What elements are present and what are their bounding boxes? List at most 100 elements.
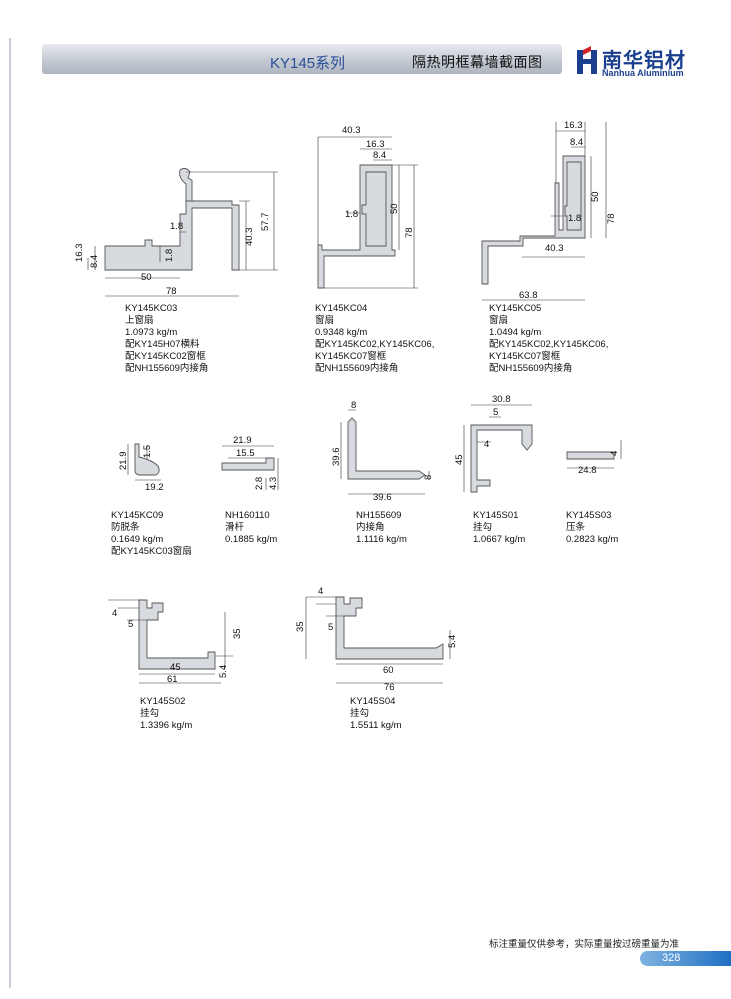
profile-name: 防脱条 bbox=[111, 522, 140, 533]
drawing-ky145s03: 4 24.8 bbox=[566, 440, 622, 476]
svg-text:4.3: 4.3 bbox=[268, 477, 279, 490]
profile-weight: 1.0667 kg/m bbox=[473, 534, 526, 545]
svg-text:8: 8 bbox=[423, 475, 434, 480]
svg-text:24.8: 24.8 bbox=[578, 465, 597, 476]
profile-name: 窗扇 bbox=[489, 315, 509, 326]
profile-code: KY145S04 bbox=[350, 696, 396, 707]
page-number: 328 bbox=[662, 952, 681, 964]
profile-code: KY145KC09 bbox=[111, 510, 164, 521]
svg-text:5: 5 bbox=[328, 622, 333, 633]
svg-text:50: 50 bbox=[389, 203, 400, 214]
svg-text:40.3: 40.3 bbox=[244, 228, 255, 247]
profile-weight: 1.5511 kg/m bbox=[350, 720, 402, 731]
svg-text:61: 61 bbox=[167, 674, 178, 685]
svg-text:5.4: 5.4 bbox=[218, 665, 229, 678]
header-bar bbox=[42, 44, 562, 74]
svg-text:1.8: 1.8 bbox=[345, 209, 358, 220]
svg-text:78: 78 bbox=[606, 213, 617, 224]
drawing-ky145kc09: 21.9 1.5 19.2 bbox=[118, 443, 164, 493]
brand-logo: 南华铝材 Nanhua Aluminium bbox=[576, 44, 716, 80]
profile-name: 滑杆 bbox=[225, 522, 245, 533]
profile-code: KY145KC03 bbox=[125, 303, 178, 314]
svg-text:5: 5 bbox=[493, 407, 498, 418]
svg-text:60: 60 bbox=[383, 665, 394, 676]
profile-name: 压条 bbox=[566, 522, 586, 533]
svg-text:35: 35 bbox=[295, 621, 306, 632]
svg-text:1.8: 1.8 bbox=[164, 249, 175, 262]
profile-weight: 0.9348 kg/m bbox=[315, 327, 368, 338]
svg-text:30.8: 30.8 bbox=[492, 394, 511, 405]
svg-text:15.5: 15.5 bbox=[236, 448, 255, 459]
svg-text:16.3: 16.3 bbox=[564, 120, 583, 131]
profile-weight: 1.0494 kg/m bbox=[489, 327, 542, 338]
profile-info-ky145s04: KY145S04 挂勾 1.5511 kg/m bbox=[350, 696, 402, 732]
svg-text:1.8: 1.8 bbox=[170, 221, 183, 232]
svg-text:76: 76 bbox=[384, 682, 395, 693]
profile-note: 配KY145KC02窗框 bbox=[125, 351, 206, 362]
brand-name-en: Nanhua Aluminium bbox=[602, 68, 684, 78]
svg-text:1.5: 1.5 bbox=[142, 445, 153, 458]
drawing-ky145kc03: 16.3 8.4 1.8 1.8 50 78 40.3 57.7 bbox=[74, 167, 278, 297]
profile-info-ky145s01: KY145S01 挂勾 1.0667 kg/m bbox=[473, 510, 525, 546]
drawing-ky145s04: 4 5 35 5.4 60 76 bbox=[295, 586, 458, 693]
svg-text:16.3: 16.3 bbox=[74, 244, 85, 263]
drawing-ky145s02: 4 5 35 45 5.4 61 bbox=[108, 599, 243, 685]
profile-note: KY145KC07窗框 bbox=[489, 351, 561, 362]
svg-text:4: 4 bbox=[318, 586, 323, 597]
profile-weight: 1.1116 kg/m bbox=[356, 534, 407, 545]
profile-note: 配KY145H07横料 bbox=[125, 339, 200, 350]
svg-text:40.3: 40.3 bbox=[342, 125, 361, 136]
profile-name: 内接角 bbox=[356, 522, 385, 533]
svg-text:21.9: 21.9 bbox=[118, 452, 129, 471]
svg-text:8.4: 8.4 bbox=[570, 137, 583, 148]
profile-note: KY145KC07窗框 bbox=[315, 351, 387, 362]
profile-note: 配NH155609内接角 bbox=[489, 363, 573, 374]
svg-text:19.2: 19.2 bbox=[145, 482, 164, 493]
svg-text:45: 45 bbox=[170, 662, 181, 673]
drawing-ky145kc05: 16.3 8.4 50 1.8 78 40.3 63.8 bbox=[481, 120, 617, 301]
svg-text:16.3: 16.3 bbox=[366, 139, 385, 150]
profile-note: 配KY145KC03窗扇 bbox=[111, 546, 192, 557]
profile-note: 配NH155609内接角 bbox=[125, 363, 209, 374]
svg-text:57.7: 57.7 bbox=[260, 213, 271, 232]
page-spine-line bbox=[9, 38, 11, 988]
drawing-ky145kc04: 40.3 16.3 8.4 1.8 50 78 bbox=[317, 125, 418, 289]
svg-text:39.6: 39.6 bbox=[331, 448, 342, 467]
drawing-nh160110: 21.9 15.5 2.8 4.3 bbox=[221, 435, 279, 490]
svg-text:1.8: 1.8 bbox=[568, 213, 581, 224]
profile-code: KY145KC05 bbox=[489, 303, 542, 314]
profile-weight: 1.0973 kg/m bbox=[125, 327, 178, 338]
profile-info-ky145kc09: KY145KC09 防脱条 0.1649 kg/m 配KY145KC03窗扇 bbox=[111, 510, 192, 558]
svg-text:78: 78 bbox=[404, 227, 415, 238]
profile-info-nh155609: NH155609 内接角 1.1116 kg/m bbox=[356, 510, 407, 546]
svg-text:8: 8 bbox=[351, 400, 356, 411]
profile-note: 配NH155609内接角 bbox=[315, 363, 399, 374]
svg-text:39.6: 39.6 bbox=[373, 492, 392, 503]
nanhua-logo-icon bbox=[577, 46, 597, 74]
svg-text:78: 78 bbox=[166, 286, 177, 297]
profile-info-ky145s02: KY145S02 挂勾 1.3396 kg/m bbox=[140, 696, 192, 732]
svg-text:5: 5 bbox=[128, 619, 133, 630]
svg-text:5.4: 5.4 bbox=[447, 635, 458, 648]
profile-name: 挂勾 bbox=[140, 708, 160, 719]
svg-text:40.3: 40.3 bbox=[545, 243, 564, 254]
weight-disclaimer: 标注重量仅供参考，实际重量按过磅重量为准 bbox=[489, 939, 680, 950]
profile-note: 配KY145KC02,KY145KC06, bbox=[489, 339, 609, 350]
svg-text:4: 4 bbox=[112, 608, 117, 619]
profile-weight: 0.1885 kg/m bbox=[225, 534, 278, 545]
profile-info-ky145kc05: KY145KC05 窗扇 1.0494 kg/m 配KY145KC02,KY14… bbox=[489, 303, 608, 375]
profile-note: 配KY145KC02,KY145KC06, bbox=[315, 339, 435, 350]
page-number-bar bbox=[640, 951, 731, 966]
drawing-ky145s01: 30.8 5 4 45 bbox=[454, 394, 533, 493]
svg-text:63.8: 63.8 bbox=[519, 290, 538, 301]
svg-text:35: 35 bbox=[232, 628, 243, 639]
profile-name: 上窗扇 bbox=[125, 315, 154, 326]
brand-name-cn: 南华铝材 bbox=[602, 50, 686, 72]
svg-text:21.9: 21.9 bbox=[233, 435, 252, 446]
series-label: KY145系列 bbox=[270, 55, 346, 72]
profile-info-nh160110: NH160110 滑杆 0.1885 kg/m bbox=[225, 510, 277, 546]
svg-text:8.4: 8.4 bbox=[89, 255, 100, 268]
svg-text:2.8: 2.8 bbox=[254, 477, 265, 490]
profile-code: KY145S03 bbox=[566, 510, 612, 521]
profile-weight: 0.2823 kg/m bbox=[566, 534, 619, 545]
